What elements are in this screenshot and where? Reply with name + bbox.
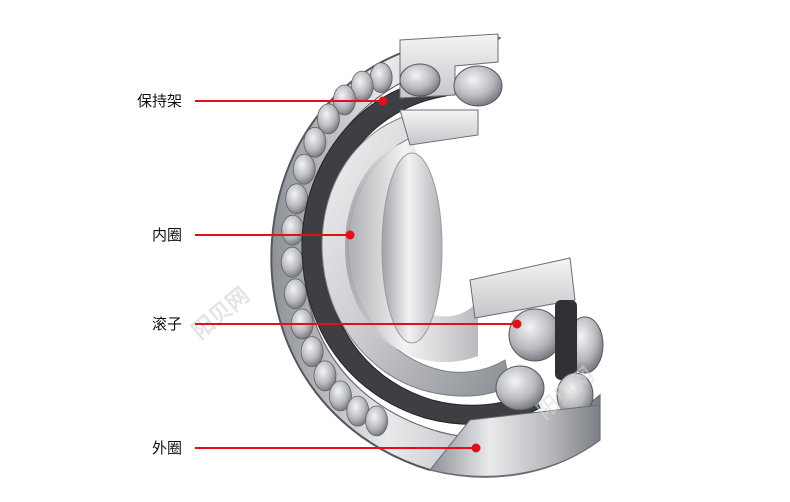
leader-dot-outer-ring (471, 443, 481, 453)
roller-element (365, 405, 389, 437)
leader-dot-inner-ring (345, 230, 355, 240)
roller-element (283, 278, 307, 310)
roller-element (328, 380, 352, 412)
roller-element (300, 336, 324, 368)
roller-element (292, 153, 316, 185)
label-inner-ring: 内圈 (152, 226, 183, 244)
label-outer-ring: 外圈 (152, 439, 183, 457)
top-section-cut (399, 33, 503, 146)
roller-element (280, 246, 304, 278)
label-cage: 保持架 (137, 92, 183, 110)
bottom-section-cut (429, 257, 604, 477)
leader-dot-cage (378, 96, 388, 106)
leader-lines (195, 96, 522, 453)
roller-element (313, 360, 337, 392)
roller-element (285, 183, 309, 215)
roller-row (280, 62, 393, 437)
leader-dot-roller (512, 319, 522, 329)
roller-element (281, 214, 305, 246)
roller-element (316, 103, 340, 135)
label-roller: 滚子 (152, 315, 183, 333)
roller-element (303, 126, 327, 158)
watermark-left: 阳贝网 (188, 283, 255, 345)
